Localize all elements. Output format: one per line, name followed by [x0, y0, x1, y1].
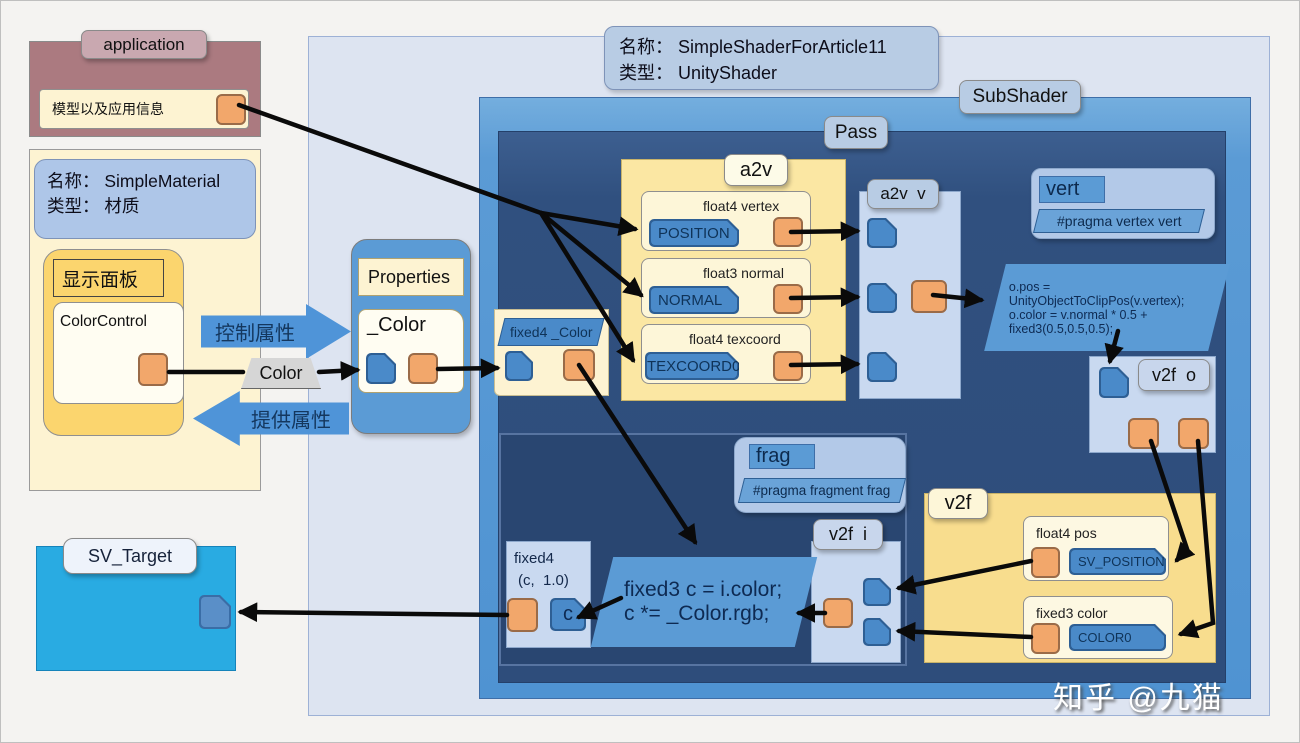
color-param-label: Color — [259, 362, 303, 383]
application-field-label: 模型以及应用信息 — [52, 101, 164, 117]
v2f-field-color-type: fixed3 color — [1036, 605, 1108, 621]
vert-function-header: vert — [1039, 176, 1105, 203]
sv-target-input-port — [199, 595, 231, 629]
vert-input-tab-label: a2v v — [880, 184, 926, 203]
v2f-color-output-port — [1031, 623, 1060, 654]
display-panel-header: 显示面板 — [53, 259, 164, 297]
a2v-tab-label: a2v — [739, 158, 773, 181]
vert-function-label: vert — [1046, 178, 1080, 200]
application-field: 模型以及应用信息 — [39, 89, 249, 129]
subshader-tab: SubShader — [959, 80, 1081, 114]
sv-target-tab: SV_Target — [63, 538, 197, 574]
vert-input-tab: a2v v — [867, 179, 939, 209]
frag-output-type: fixed4 — [514, 550, 555, 567]
uniform-color-output-port — [563, 349, 595, 381]
vert-code-line-2: o.color = v.normal * 0.5 + fixed3(0.5,0.… — [1009, 307, 1148, 336]
a2v-semantic-position: POSITION — [649, 219, 739, 247]
pass-tab-label: Pass — [834, 121, 878, 143]
frag-pragma-shape: #pragma fragment frag — [737, 478, 907, 503]
colorcontrol-output-port — [138, 353, 168, 386]
v2f-tab-label: v2f — [944, 492, 972, 514]
shader-name-label: 名称： SimpleShaderForArticle11 类型： UnitySh… — [604, 26, 939, 90]
application-output-port — [216, 94, 246, 125]
material-type-line: 类型： 材质 — [47, 196, 140, 216]
vert-pragma-label: #pragma vertex vert — [1056, 213, 1182, 229]
frag-input-tab-label: v2f i — [828, 524, 867, 544]
v2f-tab: v2f — [928, 488, 988, 519]
shader-name-line: 名称： SimpleShaderForArticle11 — [619, 37, 887, 57]
a2v-texcoord-output-port — [773, 351, 803, 381]
color-property-label: _Color — [367, 314, 426, 336]
vert-output-tab: v2f o — [1138, 359, 1210, 391]
colorcontrol-label: ColorControl — [60, 313, 148, 330]
color-property-output-port — [408, 353, 438, 384]
a2v-field-vertex-type: float4 vertex — [703, 198, 780, 214]
material-name-line: 名称： SimpleMaterial — [47, 171, 221, 191]
frag-code-line-1: fixed3 c = i.color; — [624, 578, 783, 601]
vert-code-shape: o.pos = UnityObjectToClipPos(v.vertex); … — [984, 264, 1230, 351]
frag-input-tab: v2f i — [813, 519, 883, 550]
a2v-semantic-texcoord0: TEXCOORD0 — [645, 352, 739, 380]
application-tab-label: application — [103, 34, 185, 54]
shader-type-line: 类型： UnityShader — [619, 63, 778, 83]
frag-function-header: frag — [749, 444, 815, 469]
v2f-semantic-sv-position: SV_POSITION — [1069, 548, 1166, 575]
v2f-pos-output-port — [1031, 547, 1060, 578]
provide-property-label: 提供属性 — [251, 410, 331, 432]
control-property-label: 控制属性 — [215, 323, 295, 345]
frag-output-c-label: c — [563, 603, 573, 625]
properties-title: Properties — [368, 266, 451, 287]
pass-tab: Pass — [824, 116, 888, 149]
vert-input-output-port — [911, 280, 947, 313]
v2f-field-pos-type: float4 pos — [1036, 525, 1097, 541]
frag-function-label: frag — [756, 445, 791, 467]
a2v-normal-output-port — [773, 284, 803, 314]
uniform-color-label: fixed4 _Color — [509, 324, 593, 340]
a2v-vertex-output-port — [773, 217, 803, 247]
sv-target-label: SV_Target — [87, 545, 173, 566]
a2v-semantic-normal: NORMAL — [649, 286, 739, 314]
vert-code-line-1: o.pos = UnityObjectToClipPos(v.vertex); — [1009, 279, 1185, 308]
frag-code-shape: fixed3 c = i.color; c *= _Color.rgb; — [590, 557, 818, 647]
material-name-label: 名称： SimpleMaterial 类型： 材质 — [34, 159, 256, 239]
a2v-field-texcoord-type: float4 texcoord — [689, 331, 781, 347]
v2f-semantic-color0: COLOR0 — [1069, 624, 1166, 651]
vert-pragma-shape: #pragma vertex vert — [1033, 209, 1205, 233]
display-panel-title: 显示面板 — [62, 269, 139, 291]
subshader-tab-label: SubShader — [972, 86, 1068, 107]
vert-output-port-2 — [1178, 418, 1209, 449]
vert-output-tab-label: v2f o — [1151, 364, 1197, 385]
frag-pragma-label: #pragma fragment frag — [753, 483, 891, 498]
a2v-tab: a2v — [724, 154, 788, 186]
uniform-color-label-shape: fixed4 _Color — [497, 318, 605, 346]
frag-input-output-port — [823, 598, 853, 628]
application-tab: application — [81, 30, 207, 59]
a2v-field-normal-type: float3 normal — [703, 265, 784, 281]
vert-output-port-1 — [1128, 418, 1159, 449]
color-param-trapezoid: Color — [241, 358, 321, 389]
frag-output-args: (c, 1.0) — [518, 572, 569, 589]
frag-output-port — [507, 598, 538, 632]
properties-header: Properties — [358, 258, 464, 296]
watermark: 知乎 @九猫 — [1053, 682, 1224, 715]
frag-code-line-2: c *= _Color.rgb; — [624, 602, 770, 625]
